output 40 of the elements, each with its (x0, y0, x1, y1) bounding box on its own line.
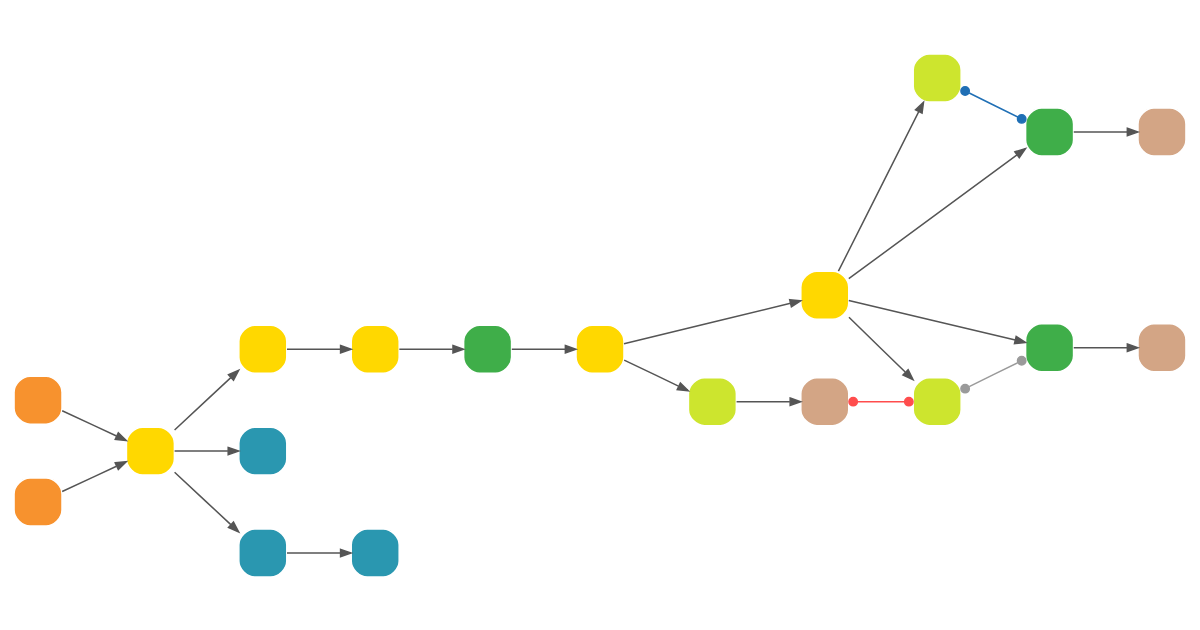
arrow (173, 368, 241, 431)
arrow (286, 344, 354, 354)
arrow (61, 460, 129, 492)
arrow (848, 299, 1028, 344)
node-box (462, 324, 513, 374)
node-box (13, 476, 63, 527)
node-box (575, 324, 625, 374)
arrow (398, 344, 466, 354)
arrow (173, 445, 241, 456)
node-box (912, 52, 962, 103)
node-box (1137, 106, 1187, 157)
node-box (1024, 322, 1075, 372)
arrow (61, 409, 129, 442)
node-box (125, 425, 176, 476)
arrow (623, 298, 803, 344)
connector (960, 85, 1027, 124)
node-box (238, 527, 288, 578)
arrow (837, 99, 925, 272)
node-box (800, 376, 850, 426)
node-box (13, 374, 63, 425)
connector (960, 355, 1027, 394)
arrow (511, 344, 579, 354)
node-box (350, 324, 400, 374)
node-box (912, 376, 962, 426)
arrow (173, 471, 241, 533)
arrow (1073, 126, 1141, 137)
node-box (238, 324, 288, 374)
arrow (286, 547, 354, 558)
connector (848, 396, 914, 407)
node-box (350, 527, 400, 578)
node-box (1024, 106, 1075, 157)
arrow (735, 396, 803, 406)
arrow (623, 358, 691, 392)
node-box (238, 425, 288, 476)
arrow (848, 146, 1028, 279)
node-box (800, 270, 850, 320)
node-box (1137, 322, 1187, 372)
arrow (1073, 342, 1141, 352)
arrow (848, 316, 915, 381)
node-box (687, 376, 738, 426)
